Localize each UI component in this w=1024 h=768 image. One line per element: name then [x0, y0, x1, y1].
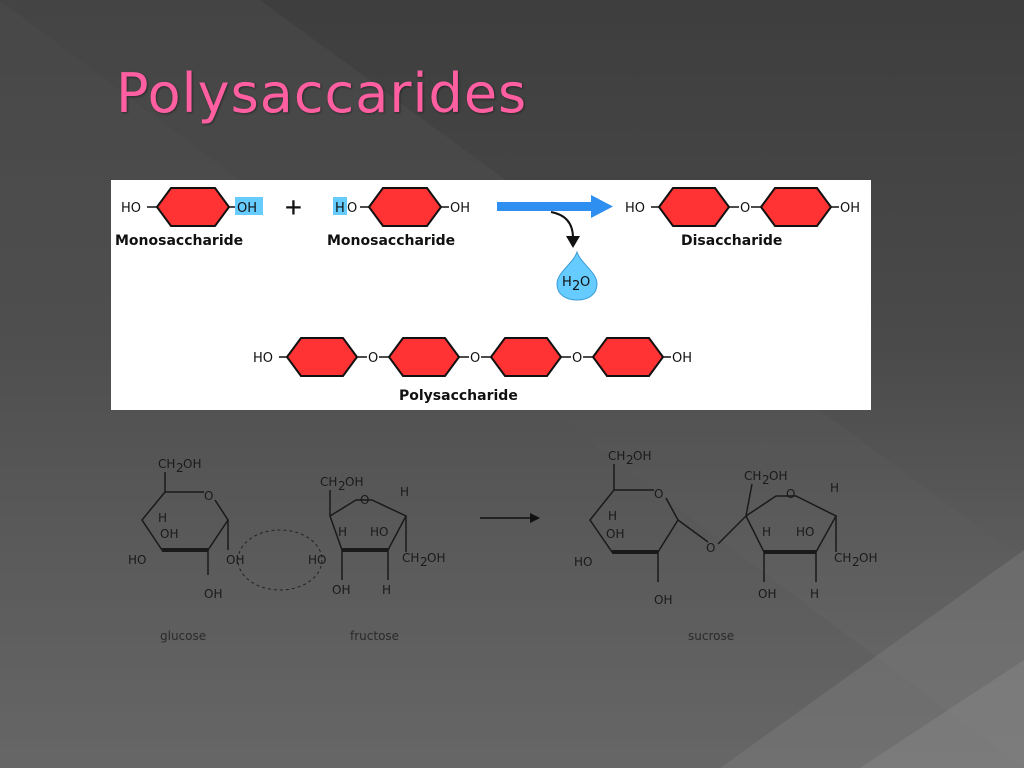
glucose-h: H — [158, 511, 167, 525]
mono2-label: Monosaccharide — [327, 233, 455, 249]
fructose-ho-1: HO — [370, 525, 388, 539]
mono2-o: O — [347, 201, 357, 216]
poly-link-o-1: O — [368, 351, 378, 366]
poly-oh: OH — [672, 351, 692, 366]
ring-hexagon — [489, 337, 563, 377]
sucrose-sub: 2 — [626, 453, 634, 467]
water-droplet: H 2 O — [556, 250, 598, 301]
sucrose-f-ch2oh-oh-2: OH — [859, 551, 877, 565]
fructose-ch: CH — [320, 475, 337, 489]
poly-ho: HO — [253, 351, 273, 366]
mono2-h: H — [335, 201, 345, 216]
di-label: Disaccharide — [681, 233, 782, 249]
glucose-ch: CH — [158, 457, 175, 471]
sucrose-ch2oh-oh: OH — [633, 449, 651, 463]
monosaccharide-2: H O OH Monosaccharide — [327, 187, 470, 249]
di-oh: OH — [840, 201, 860, 216]
sucrose-ch: CH — [608, 449, 625, 463]
sucrose-f-oh: OH — [758, 587, 776, 601]
sucrose-ring-o: O — [654, 487, 663, 501]
sucrose-f-ring-o: O — [786, 487, 795, 501]
mono1-label: Monosaccharide — [115, 233, 243, 249]
glucose-oh-2: OH — [226, 553, 244, 567]
fructose-oh: OH — [332, 583, 350, 597]
sucrose-f-ch-2: CH — [834, 551, 851, 565]
sucrose-f-h-3: H — [810, 587, 819, 601]
water-sub: 2 — [572, 279, 580, 294]
ring-hexagon — [367, 187, 443, 227]
sucrose-h-1: H — [608, 509, 617, 523]
fructose-h-3: H — [382, 583, 391, 597]
condensation-arrow — [480, 513, 540, 523]
fructose-ch2oh-oh: OH — [345, 475, 363, 489]
sucrose-f-h-1: H — [830, 481, 839, 495]
sucrose-f-sub: 2 — [762, 473, 770, 487]
sucrose-bridge-o: O — [706, 541, 715, 555]
disaccharide: HO O OH Disaccharide — [625, 187, 860, 249]
sucrose-f-ch2oh-oh: OH — [769, 469, 787, 483]
glucose-oh-3: OH — [204, 587, 222, 601]
plus-sign: + — [285, 190, 302, 223]
sucrose-f-h-2: H — [762, 525, 771, 539]
mono2-oh: OH — [450, 201, 470, 216]
sucrose-oh-1: OH — [606, 527, 624, 541]
sucrose-f-ch: CH — [744, 469, 761, 483]
di-ho: HO — [625, 201, 645, 216]
mono1-ho: HO — [121, 201, 141, 216]
mono1-oh: OH — [237, 201, 257, 216]
poly-label: Polysaccharide — [399, 388, 518, 404]
water-h: H — [562, 275, 572, 290]
poly-link-o-3: O — [572, 351, 582, 366]
fructose-structure: CH 2 OH O H H HO HO CH 2 OH OH H fructos… — [308, 475, 445, 643]
di-link-o: O — [740, 201, 750, 216]
glucose-caption: glucose — [160, 629, 206, 643]
fructose-sub: 2 — [338, 479, 346, 493]
glucose-ch2oh-oh: OH — [183, 457, 201, 471]
glucose-ho: HO — [128, 553, 146, 567]
ring-hexagon — [591, 337, 665, 377]
condensation-ellipse — [237, 529, 323, 591]
ring-hexagon — [155, 187, 231, 227]
fructose-h-1: H — [400, 485, 409, 499]
sucrose-f-sub-2: 2 — [852, 555, 860, 569]
ring-hexagon — [285, 337, 359, 377]
reaction-arrow — [497, 195, 613, 248]
oh-highlight — [235, 197, 263, 215]
water-o: O — [580, 275, 590, 290]
poly-link-o-2: O — [470, 351, 480, 366]
ring-hexagon — [387, 337, 461, 377]
glucose-oh-1: OH — [160, 527, 178, 541]
sucrose-caption: sucrose — [688, 629, 734, 643]
sucrose-f-ho: HO — [796, 525, 814, 539]
glucose-structure: CH 2 OH O H OH HO OH OH glucose — [128, 457, 244, 643]
glucose-ring-o: O — [204, 489, 213, 503]
monosaccharide-1: HO OH Monosaccharide — [115, 187, 263, 249]
fructose-h-2: H — [338, 525, 347, 539]
fructose-caption: fructose — [350, 629, 399, 643]
sucrose-ho: HO — [574, 555, 592, 569]
fructose-sub-2: 2 — [420, 555, 428, 569]
fructose-ch-2: CH — [402, 551, 419, 565]
slide-title: Polysaccarides — [116, 62, 528, 125]
sucrose-oh-2: OH — [654, 593, 672, 607]
sucrose-structure: CH 2 OH O H OH HO OH O CH 2 OH O H H HO … — [574, 449, 877, 643]
reaction-panel: HO OH Monosaccharide + H O OH Monosaccha… — [111, 180, 871, 410]
fructose-ch2oh-oh-2: OH — [427, 551, 445, 565]
polysaccharide: HO O O O OH Polysaccharide — [253, 337, 692, 404]
h-highlight — [333, 197, 347, 215]
ring-hexagon — [657, 187, 731, 227]
structural-formulas: CH 2 OH O H OH HO OH OH glucose CH 2 OH … — [120, 440, 900, 660]
glucose-sub: 2 — [176, 461, 184, 475]
ring-hexagon — [759, 187, 833, 227]
fructose-ho-2: HO — [308, 553, 326, 567]
